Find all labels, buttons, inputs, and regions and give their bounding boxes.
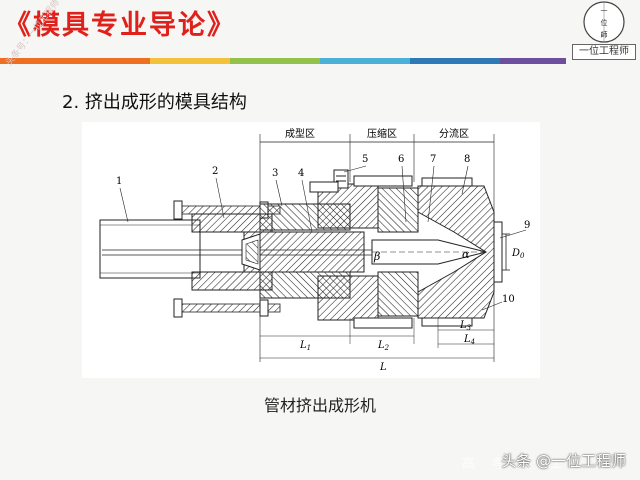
dim-l1-label: L1 <box>299 340 311 352</box>
zone-label-compression: 压缩区 <box>367 127 397 140</box>
figure-caption: 管材挤出成形机 <box>263 396 376 415</box>
dim-l4-label: L4 <box>463 334 475 346</box>
band-segment <box>500 58 566 64</box>
diagram-svg: 成型区 压缩区 分流区 <box>99 127 530 373</box>
dim-l-label: L <box>379 362 387 373</box>
part-label-10: 10 <box>502 294 515 305</box>
logo-text: 一位工程师 <box>572 44 636 60</box>
band-segment <box>410 58 500 64</box>
part-label-9: 9 <box>524 220 530 231</box>
section-heading: 2. 挤出成形的模具结构 <box>62 92 247 113</box>
part-label-3: 3 <box>272 168 278 179</box>
band-segment <box>0 58 150 64</box>
band-segment <box>320 58 410 64</box>
zone-label-forming: 成型区 <box>285 127 315 140</box>
svg-text:一: 一 <box>601 7 608 15</box>
part-label-8: 8 <box>464 154 470 165</box>
angle-beta-label: β <box>373 250 380 263</box>
zone-label-distribution: 分流区 <box>439 127 469 140</box>
part-label-2: 2 <box>212 166 218 177</box>
dim-l3-label: L3 <box>459 320 472 332</box>
color-band <box>0 58 566 64</box>
part-label-5: 5 <box>362 154 368 165</box>
credit-watermark: 头条 @一位工程师 <box>501 452 626 470</box>
part-label-1: 1 <box>116 176 122 187</box>
angle-alpha-label: α <box>462 248 470 261</box>
band-segment <box>150 58 230 64</box>
dim-l2-label: L2 <box>377 340 390 352</box>
band-segment <box>230 58 320 64</box>
svg-text:位: 位 <box>601 18 608 27</box>
svg-text:師: 師 <box>601 30 608 39</box>
part-label-4: 4 <box>298 168 304 179</box>
logo-emblem-icon: 一 位 師 <box>583 1 625 43</box>
d0-label: D0 <box>511 248 525 260</box>
faint-watermark-text: 高 考 育 工 <box>462 457 569 472</box>
logo: 一 位 師 一位工程师 <box>572 0 636 62</box>
part-label-7: 7 <box>430 154 436 165</box>
part-label-6: 6 <box>398 154 404 165</box>
slide-title: 《模具专业导论》 <box>4 10 236 41</box>
extruder-diagram: 成型区 压缩区 分流区 <box>82 122 540 378</box>
